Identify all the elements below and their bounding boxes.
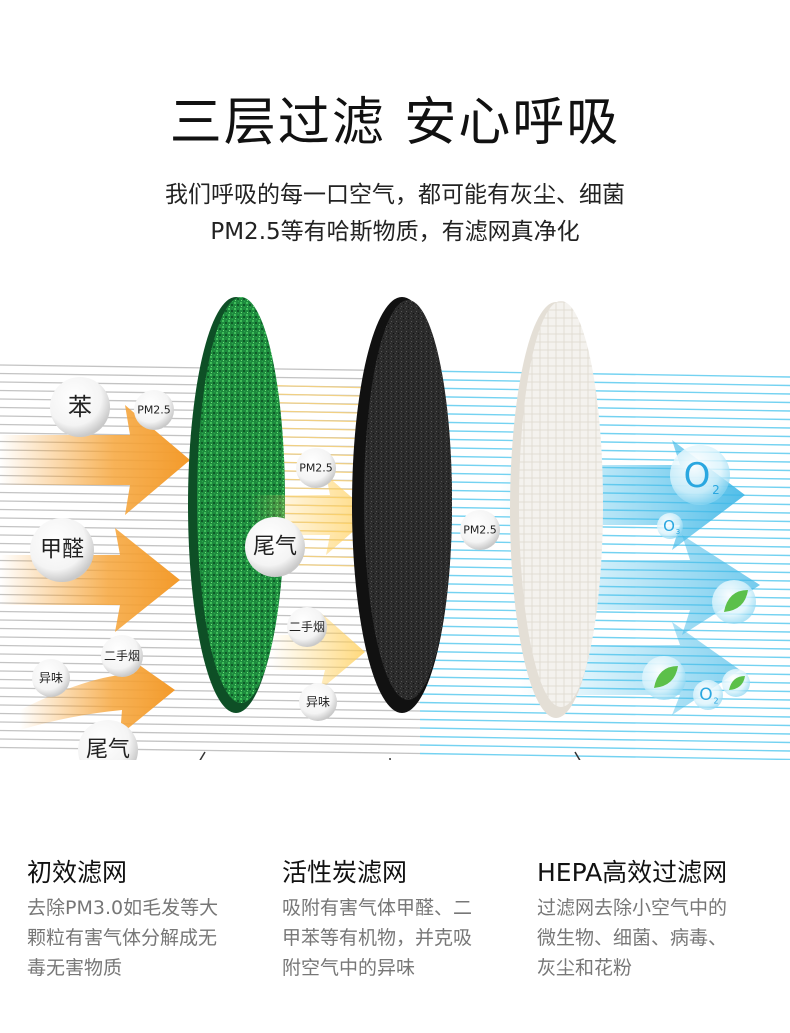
pollutant-bubble-exhaust-mid: 尾气: [245, 517, 305, 577]
leaf-icon: [724, 590, 748, 612]
svg-text:PM2.5: PM2.5: [137, 404, 171, 417]
svg-text:二手烟: 二手烟: [289, 620, 325, 634]
desc-line: 吸附有害气体甲醛、二: [282, 897, 473, 919]
flow-line-blue: [419, 455, 790, 463]
svg-text:尾气: 尾气: [86, 738, 130, 761]
layer-title-carbon: 活性炭滤网: [282, 858, 408, 887]
desc-line: 颗粒有害气体分解成无: [27, 927, 218, 949]
flow-line-blue: [419, 370, 790, 378]
svg-text:异味: 异味: [39, 671, 63, 685]
leaf-bubble-2: [642, 656, 686, 700]
flow-line-grey: [0, 721, 421, 729]
leaf-bubble-1: [712, 580, 756, 624]
svg-text:2: 2: [712, 483, 720, 497]
layer-desc-carbon: 吸附有害气体甲醛、二 甲苯等有机物，并克吸 附空气中的异味: [282, 893, 522, 983]
airflow-arrows-left: [0, 405, 190, 735]
flow-line-blue: [419, 625, 790, 633]
svg-text:O: O: [663, 517, 675, 535]
flow-line-blue: [419, 701, 790, 710]
pollutant-bubble-formaldehyde: 甲醛: [30, 518, 94, 582]
layer-title-primary: 初效滤网: [27, 858, 128, 887]
flow-line-blue: [419, 735, 790, 744]
flow-line-blue: [419, 727, 790, 735]
pollutant-bubble-odor-left: 异味: [32, 659, 70, 697]
svg-text:尾气: 尾气: [253, 535, 297, 560]
desc-line: 毒无害物质: [27, 957, 123, 979]
layer-desc-hepa: 过滤网去除小空气中的 微生物、细菌、病毒、 灰尘和花粉: [537, 893, 777, 983]
svg-text:异味: 异味: [306, 695, 330, 709]
oxygen-bubble-large: O 2: [670, 445, 730, 505]
desc-line: 微生物、细菌、病毒、: [537, 927, 728, 949]
desc-line: 附空气中的异味: [282, 957, 416, 979]
flow-line-grey: [0, 746, 421, 755]
intro-line-1: 我们呼吸的每一口空气，都可能有灰尘、细菌: [165, 182, 625, 208]
pollutant-bubble-smoke-mid: 二手烟: [287, 607, 327, 647]
svg-text:甲醛: 甲醛: [40, 538, 84, 563]
pollutant-bubble-exhaust-left: 尾气: [78, 720, 138, 760]
flow-line-blue: [419, 693, 790, 701]
desc-line: 灰尘和花粉: [537, 957, 633, 979]
flow-line-blue: [419, 395, 790, 404]
svg-text:3: 3: [676, 528, 680, 536]
flow-line-blue: [419, 438, 790, 446]
flow-line-grey: [0, 738, 421, 746]
pollutant-bubble-odor-mid: 异味: [299, 683, 337, 721]
flow-line-blue: [419, 744, 790, 752]
desc-line: 过滤网去除小空气中的: [537, 897, 728, 919]
hepa-filter: [519, 301, 603, 707]
flow-line-blue: [419, 387, 790, 395]
svg-text:PM2.5: PM2.5: [299, 462, 333, 475]
flow-line-blue: [419, 378, 790, 387]
primary-filter: [197, 297, 285, 703]
ozone-bubble-small: O 3: [657, 513, 683, 539]
leaf-icon: [654, 666, 678, 688]
flow-line-blue: [419, 710, 790, 718]
flow-line-blue: [419, 718, 790, 727]
flow-line-blue: [419, 412, 790, 421]
flow-line-blue: [419, 633, 790, 642]
flow-line-blue: [419, 446, 790, 455]
flow-line-blue: [419, 421, 790, 429]
svg-text:二手烟: 二手烟: [104, 649, 140, 663]
pollutant-bubble-pm25-mid: PM2.5: [296, 448, 336, 488]
flow-line-blue: [419, 429, 790, 438]
leaf-bubble-3: [722, 669, 750, 697]
flow-line-grey: [0, 678, 421, 687]
svg-text:O: O: [699, 685, 712, 705]
flow-line-blue: [419, 752, 790, 760]
pollutant-bubble-benzene: 苯: [50, 377, 110, 437]
flow-line-grey: [0, 729, 421, 738]
layer-title-hepa: HEPA高效过滤网: [537, 858, 728, 887]
filter-illustration: 苯 PM2.5 甲醛 二手烟 异味 尾气 PM2.5 尾气 二手烟 异味 PM2…: [0, 297, 790, 760]
svg-text:PM2.5: PM2.5: [463, 524, 497, 537]
page-title: 三层过滤 安心呼吸: [169, 93, 621, 153]
pollutant-bubble-pm25-right: PM2.5: [460, 510, 500, 550]
intro-line-2: PM2.5等有哈斯物质，有滤网真净化: [210, 219, 580, 245]
svg-text:2: 2: [713, 697, 718, 706]
desc-line: 去除PM3.0如毛发等大: [27, 897, 219, 919]
svg-text:O: O: [684, 456, 711, 496]
flow-line-blue: [419, 404, 790, 412]
svg-text:苯: 苯: [68, 393, 92, 421]
carbon-filter: [364, 300, 452, 700]
desc-line: 甲苯等有机物，并克吸: [282, 927, 473, 949]
pollutant-bubble-smoke-left: 二手烟: [101, 635, 143, 677]
layer-desc-primary: 去除PM3.0如毛发等大 颗粒有害气体分解成无 毒无害物质: [27, 893, 267, 983]
flow-line-blue: [419, 548, 790, 557]
leaf-icon: [729, 676, 745, 690]
oxygen-bubble-small: O 2: [693, 680, 723, 710]
pollutant-bubble-pm25-left: PM2.5: [134, 390, 174, 430]
